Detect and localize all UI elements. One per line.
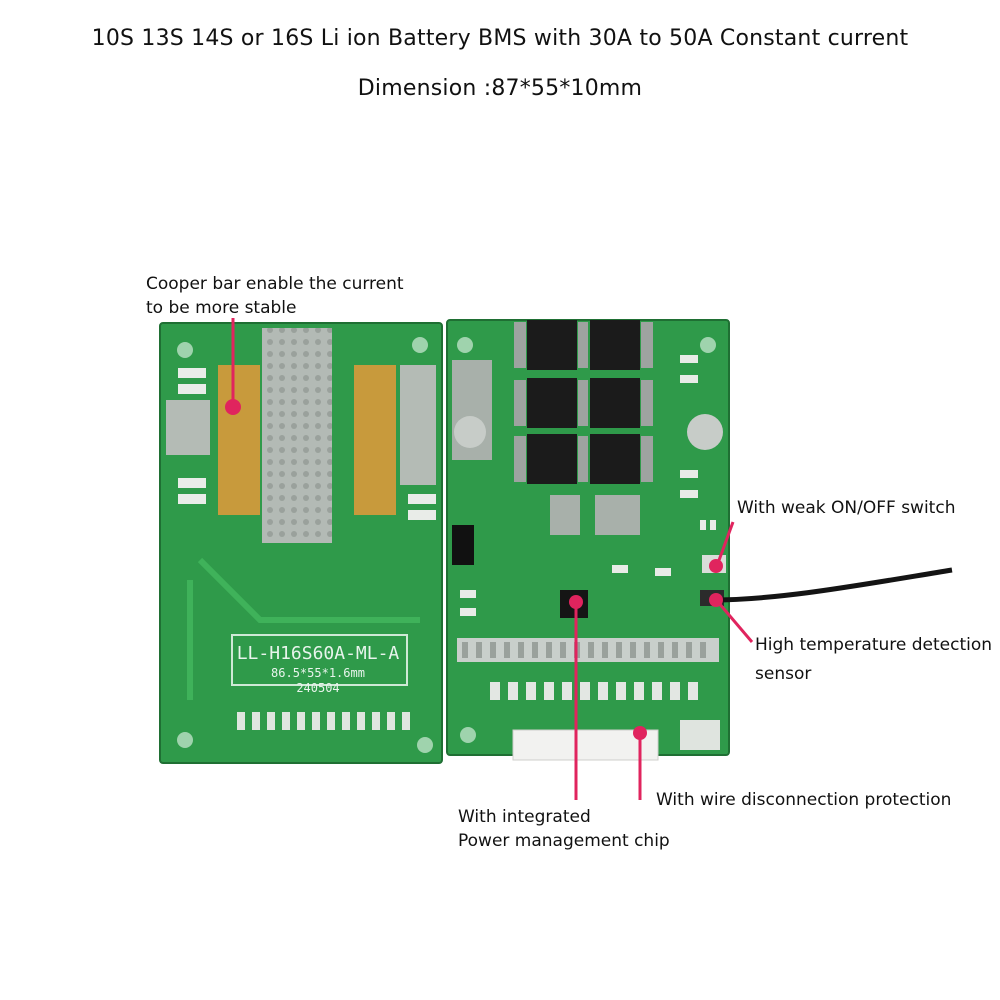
callout-switch: With weak ON/OFF switch	[737, 498, 956, 518]
copper-bar-right	[354, 365, 396, 515]
board-date-text: 240504	[296, 681, 339, 695]
callout-temp-sensor-line1: High temperature detection	[755, 635, 993, 655]
callout-pointers	[225, 318, 754, 800]
dimension-subtitle: Dimension :87*55*10mm	[357, 76, 643, 101]
callout-temp-sensor-line2: sensor	[755, 664, 812, 684]
callout-copper-bar-line1: Cooper bar enable the current	[146, 274, 404, 294]
callout-wire-protection: With wire disconnection protection	[656, 790, 952, 810]
board-size-text: 86.5*55*1.6mm	[271, 666, 365, 680]
board-model-text: LL-H16S60A-ML-A	[237, 643, 400, 664]
copper-bar-left	[218, 365, 260, 515]
callout-chip-line2: Power management chip	[458, 831, 670, 851]
page-title: 10S 13S 14S or 16S Li ion Battery BMS wi…	[91, 26, 909, 51]
callout-chip-line1: With integrated	[458, 807, 591, 827]
right-pcb-board	[446, 319, 953, 761]
callout-copper-bar-line2: to be more stable	[146, 298, 297, 318]
mosfet-array	[527, 320, 640, 484]
left-pcb-board	[159, 322, 443, 764]
